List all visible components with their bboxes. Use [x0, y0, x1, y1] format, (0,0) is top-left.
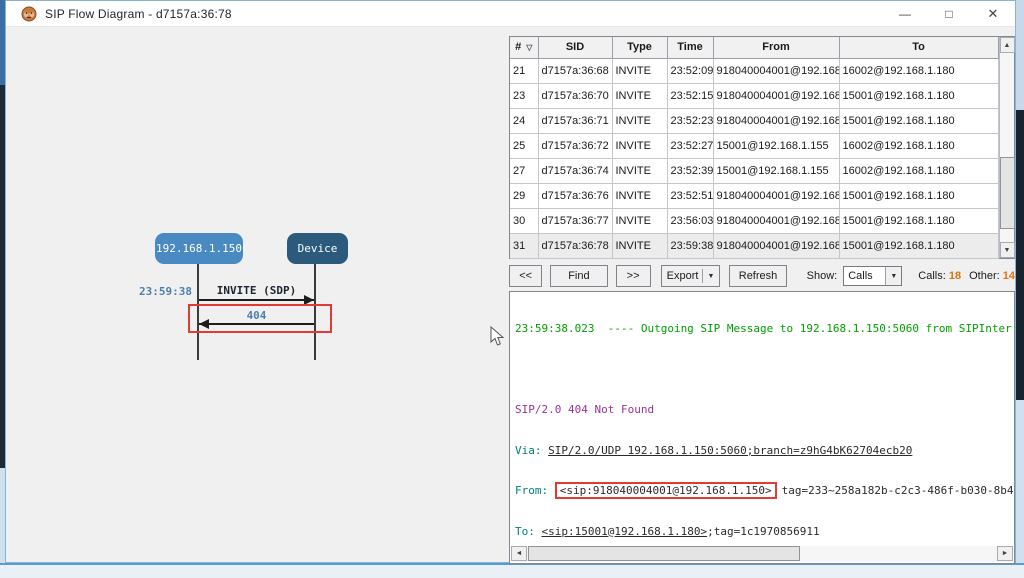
log-to-line: To: <sip:15001@192.168.1.180>;tag=1c1970…	[515, 525, 1013, 539]
sort-indicator-icon: ▽	[526, 43, 532, 52]
calls-count: Calls: 18	[918, 270, 961, 282]
table-row[interactable]: 24d7157a:36:71INVITE23:52:23918040004001…	[510, 108, 998, 133]
column-header-type[interactable]: Type	[612, 37, 667, 58]
table-row-selected[interactable]: 31d7157a:36:78INVITE23:59:38918040004001…	[510, 233, 998, 258]
app-icon	[21, 6, 37, 22]
export-button[interactable]: Export ▼	[661, 265, 721, 287]
table-header-row: #▽ SID Type Time From To	[510, 37, 998, 58]
other-count-value: 14	[1003, 270, 1015, 282]
log-status-line: SIP/2.0 404 Not Found	[515, 403, 1013, 417]
column-header-to[interactable]: To	[839, 37, 998, 58]
scrollbar-thumb[interactable]	[528, 546, 800, 561]
invite-arrow[interactable]	[199, 299, 314, 301]
table-row[interactable]: 29d7157a:36:76INVITE23:52:51918040004001…	[510, 183, 998, 208]
message-timestamp: 23:59:38	[136, 285, 192, 298]
sip-message-table: #▽ SID Type Time From To 21d7157a:36:68I…	[509, 36, 1015, 259]
scrollbar-thumb[interactable]	[1000, 157, 1015, 229]
sip-log-pane: 23:59:38.023 ---- Outgoing SIP Message t…	[509, 291, 1015, 564]
close-button[interactable]: ✕	[971, 1, 1015, 27]
column-header-time[interactable]: Time	[667, 37, 713, 58]
scroll-left-button[interactable]: ◄	[511, 546, 527, 561]
to-uri-link[interactable]: <sip:15001@192.168.1.180>	[542, 525, 708, 538]
log-from-line: From: <sip:918040004001@192.168.1.150>ta…	[515, 484, 1013, 498]
table-row[interactable]: 21d7157a:36:68INVITE23:52:09918040004001…	[510, 58, 998, 83]
response-404-label[interactable]: 404	[199, 309, 314, 322]
sip-log-text: 23:59:38.023 ---- Outgoing SIP Message t…	[515, 295, 1013, 546]
response-404-arrow[interactable]	[199, 323, 314, 325]
minimize-button[interactable]: —	[883, 1, 927, 27]
backdrop-right-bottom	[1016, 400, 1024, 563]
show-filter-dropdown[interactable]: Calls ▼	[843, 266, 902, 286]
log-blank-line	[515, 363, 1013, 377]
refresh-button[interactable]: Refresh	[729, 265, 786, 287]
column-header-num[interactable]: #▽	[510, 37, 538, 58]
table-row[interactable]: 25d7157a:36:72INVITE23:52:2715001@192.16…	[510, 133, 998, 158]
backdrop-bottom-window-edge	[0, 563, 1024, 578]
participant-node-ip[interactable]: 192.168.1.150	[155, 233, 243, 264]
backdrop-right-top	[1016, 0, 1024, 110]
window-title: SIP Flow Diagram - d7157a:36:78	[45, 7, 232, 21]
column-header-sid[interactable]: SID	[538, 37, 612, 58]
combo-dropdown-icon[interactable]: ▼	[885, 267, 901, 285]
other-count: Other: 14	[969, 270, 1015, 282]
column-header-from[interactable]: From	[713, 37, 839, 58]
via-value-link[interactable]: SIP/2.0/UDP 192.168.1.150:5060;branch=z9…	[548, 444, 912, 457]
export-label: Export	[667, 270, 699, 282]
log-banner-line: 23:59:38.023 ---- Outgoing SIP Message t…	[515, 322, 1013, 336]
title-bar: SIP Flow Diagram - d7157a:36:78 — □ ✕	[6, 1, 1015, 27]
next-button[interactable]: >>	[616, 265, 651, 287]
window-controls: — □ ✕	[883, 1, 1015, 27]
table-row[interactable]: 23d7157a:36:70INVITE23:52:15918040004001…	[510, 83, 998, 108]
previous-button[interactable]: <<	[509, 265, 542, 287]
maximize-button[interactable]: □	[927, 1, 971, 27]
log-horizontal-scrollbar[interactable]: ◄ ►	[511, 546, 1013, 562]
show-label: Show:	[807, 270, 838, 282]
scroll-right-button[interactable]: ►	[997, 546, 1013, 561]
invite-message-label[interactable]: INVITE (SDP)	[199, 284, 314, 297]
export-dropdown-icon[interactable]: ▼	[702, 269, 714, 283]
arrowhead-left-icon	[199, 319, 209, 329]
annotation-box-from-uri[interactable]: <sip:918040004001@192.168.1.150>	[555, 482, 777, 499]
app-window: SIP Flow Diagram - d7157a:36:78 — □ ✕ 19…	[5, 0, 1016, 563]
table-row[interactable]: 27d7157a:36:74INVITE23:52:3915001@192.16…	[510, 158, 998, 183]
find-button[interactable]: Find	[550, 265, 607, 287]
calls-count-value: 18	[949, 270, 961, 282]
toolbar: << Find >> Export ▼ Refresh Show: Calls …	[509, 264, 1015, 288]
log-via-line: Via: SIP/2.0/UDP 192.168.1.150:5060;bran…	[515, 444, 1013, 458]
mouse-cursor	[490, 326, 505, 348]
client-area: 192.168.1.150 Device 23:59:38 INVITE (SD…	[6, 28, 1015, 562]
table-row[interactable]: 30d7157a:36:77INVITE23:56:03918040004001…	[510, 208, 998, 233]
show-filter-value: Calls	[844, 270, 885, 282]
scroll-down-button[interactable]: ▼	[1000, 242, 1015, 258]
participant-node-device[interactable]: Device	[287, 233, 348, 264]
table-vertical-scrollbar[interactable]: ▲ ▼	[999, 37, 1015, 258]
scroll-up-button[interactable]: ▲	[1000, 37, 1015, 53]
